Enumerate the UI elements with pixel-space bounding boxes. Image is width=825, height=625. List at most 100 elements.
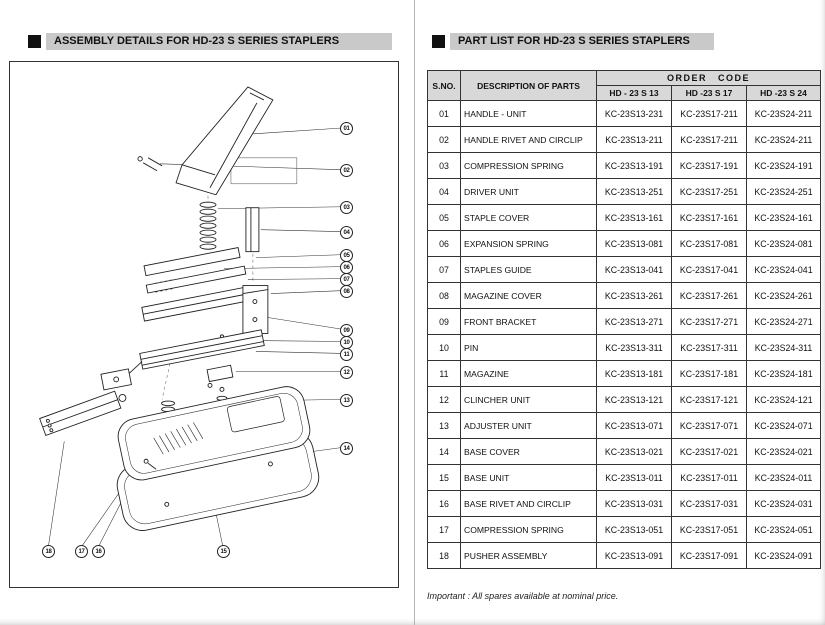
callout-17: 17 [75,545,88,558]
callout-12: 12 [340,366,353,379]
description-cell: HANDLE RIVET AND CIRCLIP [460,126,597,153]
order-code-cell: KC-23S13-121 [596,386,672,413]
description-cell: COMPRESSION SPRING [460,516,597,543]
header-model-hd23s13: HD - 23 S 13 [596,85,672,101]
callout-14: 14 [340,442,353,455]
callout-11: 11 [340,348,353,361]
description-cell: HANDLE - UNIT [460,100,597,127]
callout-01: 01 [340,122,353,135]
description-cell: STAPLES GUIDE [460,256,597,283]
order-code-cell: KC-23S24-261 [746,282,821,309]
description-cell: EXPANSION SPRING [460,230,597,257]
description-cell: BASE UNIT [460,464,597,491]
description-cell: PIN [460,334,597,361]
section-marker-icon [28,35,41,48]
sno-cell: 13 [427,412,461,439]
order-code-cell: KC-23S24-191 [746,152,821,179]
header-model-hd23s24: HD -23 S 24 [746,85,821,101]
assembly-panel: ASSEMBLY DETAILS FOR HD-23 S SERIES STAP… [9,33,399,588]
exploded-view-drawing [39,86,344,548]
sno-cell: 06 [427,230,461,257]
order-code-cell: KC-23S17-051 [671,516,747,543]
order-code-cell: KC-23S13-051 [596,516,672,543]
sno-cell: 11 [427,360,461,387]
order-code-cell: KC-23S13-181 [596,360,672,387]
order-code-cell: KC-23S24-311 [746,334,821,361]
order-code-cell: KC-23S13-191 [596,152,672,179]
sno-cell: 15 [427,464,461,491]
order-code-cell: KC-23S13-081 [596,230,672,257]
order-code-cell: KC-23S24-211 [746,100,821,127]
order-code-cell: KC-23S24-091 [746,542,821,569]
order-code-cell: KC-23S17-021 [671,438,747,465]
order-code-cell: KC-23S24-021 [746,438,821,465]
description-cell: ADJUSTER UNIT [460,412,597,439]
order-code-cell: KC-23S24-011 [746,464,821,491]
page-divider [414,0,415,625]
description-cell: FRONT BRACKET [460,308,597,335]
partlist-title: PART LIST FOR HD-23 S SERIES STAPLERS [450,33,714,50]
description-cell: BASE COVER [460,438,597,465]
order-code-cell: KC-23S24-271 [746,308,821,335]
sno-cell: 14 [427,438,461,465]
order-code-cell: KC-23S24-181 [746,360,821,387]
order-code-cell: KC-23S24-041 [746,256,821,283]
sno-cell: 01 [427,100,461,127]
callout-13: 13 [340,394,353,407]
order-code-cell: KC-23S13-231 [596,100,672,127]
sno-cell: 02 [427,126,461,153]
sno-cell: 09 [427,308,461,335]
sno-cell: 17 [427,516,461,543]
order-code-cell: KC-23S17-041 [671,256,747,283]
order-code-cell: KC-23S24-081 [746,230,821,257]
callout-16: 16 [92,545,105,558]
sno-cell: 05 [427,204,461,231]
section-marker-icon [432,35,445,48]
order-code-cell: KC-23S13-031 [596,490,672,517]
order-code-cell: KC-23S17-071 [671,412,747,439]
callout-18: 18 [42,545,55,558]
order-code-cell: KC-23S24-211 [746,126,821,153]
order-code-cell: KC-23S17-211 [671,100,747,127]
order-code-cell: KC-23S13-071 [596,412,672,439]
callout-03: 03 [340,201,353,214]
header-sno: S.NO. [427,70,461,101]
assembly-title: ASSEMBLY DETAILS FOR HD-23 S SERIES STAP… [46,33,392,50]
order-code-cell: KC-23S17-271 [671,308,747,335]
sno-cell: 10 [427,334,461,361]
order-code-cell: KC-23S24-251 [746,178,821,205]
callout-04: 04 [340,226,353,239]
order-code-cell: KC-23S17-311 [671,334,747,361]
description-cell: MAGAZINE [460,360,597,387]
footer-note: Important : All spares available at nomi… [427,591,619,601]
callout-15: 15 [217,545,230,558]
order-code-cell: KC-23S17-011 [671,464,747,491]
order-code-cell: KC-23S13-021 [596,438,672,465]
order-code-cell: KC-23S13-261 [596,282,672,309]
sno-cell: 08 [427,282,461,309]
sno-cell: 16 [427,490,461,517]
order-code-cell: KC-23S17-181 [671,360,747,387]
description-cell: COMPRESSION SPRING [460,152,597,179]
sno-cell: 07 [427,256,461,283]
sno-cell: 03 [427,152,461,179]
parts-table-head: S.NO. DESCRIPTION OF PARTS ORDER CODE HD… [427,70,821,101]
order-code-cell: KC-23S24-071 [746,412,821,439]
assembly-header: ASSEMBLY DETAILS FOR HD-23 S SERIES STAP… [28,33,392,50]
description-cell: BASE RIVET AND CIRCLIP [460,490,597,517]
order-code-cell: KC-23S13-011 [596,464,672,491]
callout-08: 08 [340,285,353,298]
order-code-cell: KC-23S24-121 [746,386,821,413]
